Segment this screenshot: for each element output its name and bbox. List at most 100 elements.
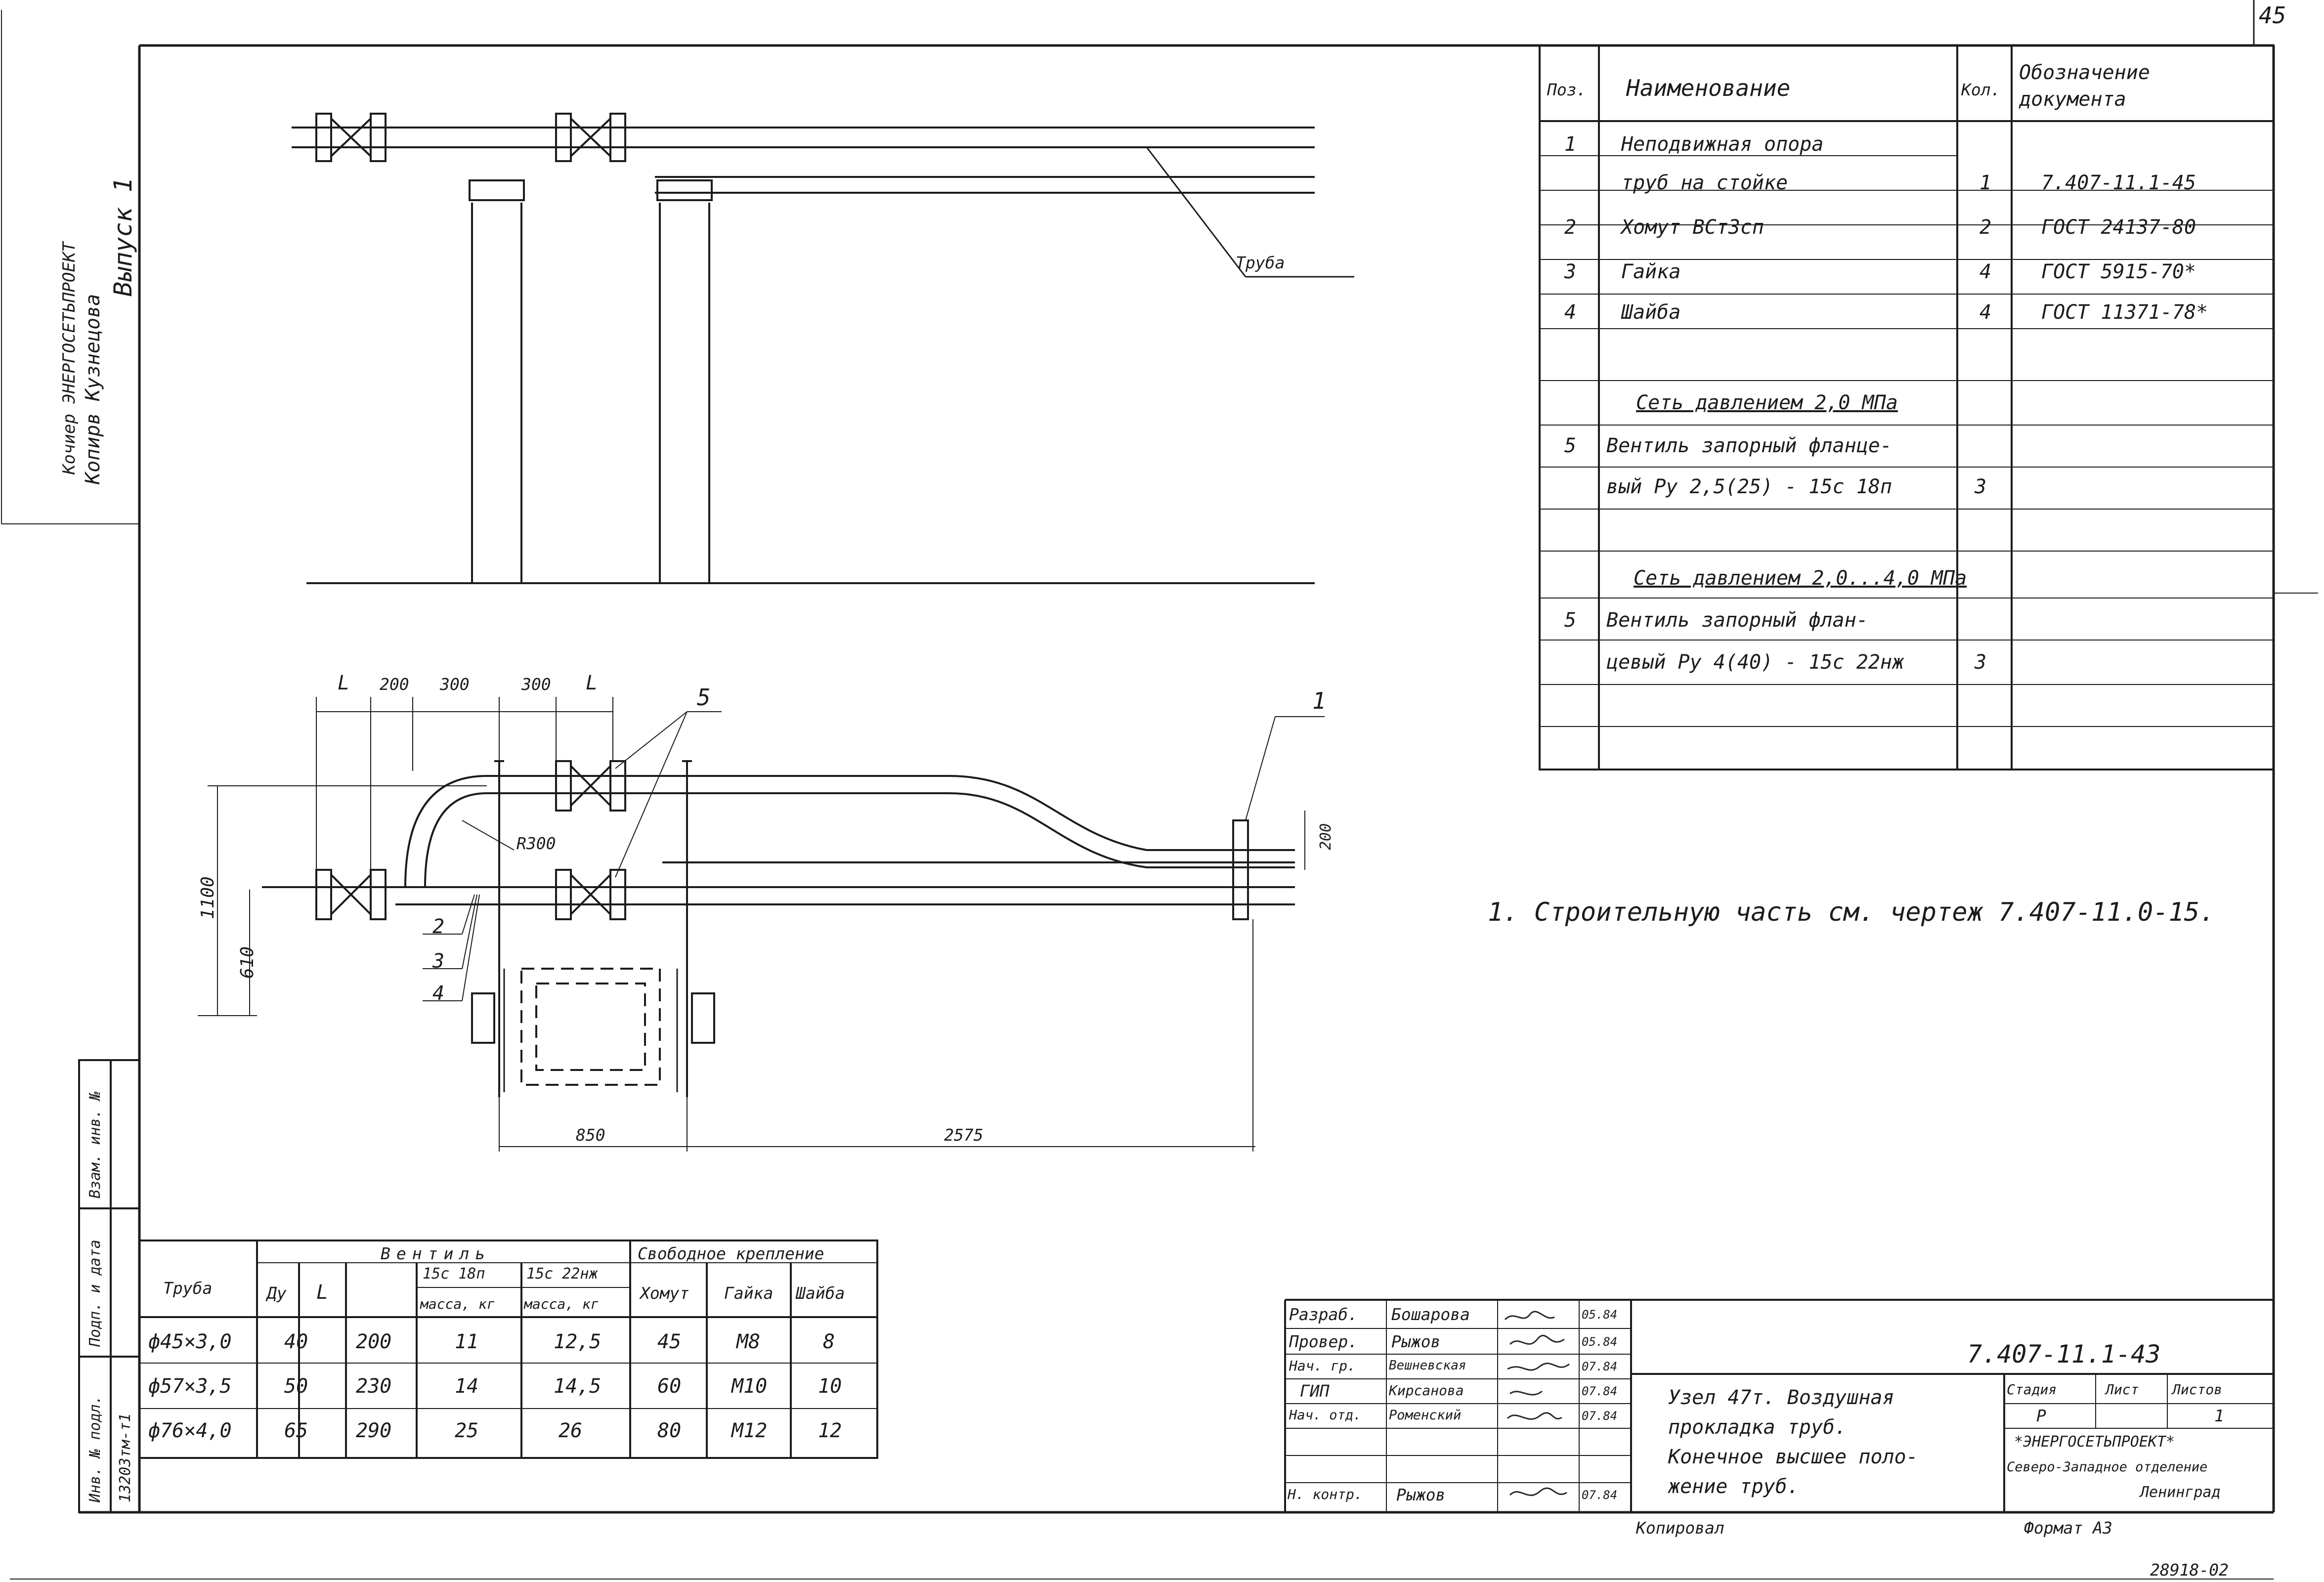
spec-row-name: труб на стойке	[1621, 171, 1788, 194]
valve-table-grid	[138, 1240, 878, 1459]
spec-section-heading: Сеть давлением 2,0...4,0 МПа	[1634, 567, 1967, 590]
dim-300-b: 300	[521, 675, 551, 694]
stamp-inv-replace: Взам. инв. №	[86, 1091, 104, 1198]
stage-value: Р	[2036, 1406, 2046, 1425]
spec-row-doc: ГОСТ 5915-70*	[2041, 260, 2196, 283]
callout-5: 5	[697, 684, 711, 711]
col-pipe: Труба	[163, 1279, 213, 1298]
stamp-inv-value: 13203тм-т1	[117, 1413, 134, 1502]
spec-row-name: Гайка	[1621, 260, 1681, 283]
signer-name: Рыжов	[1391, 1332, 1441, 1351]
cell-mass-2: 12,5	[554, 1330, 602, 1353]
format-label: Формат А3	[2024, 1518, 2112, 1538]
signer-name: Кирсанова	[1389, 1382, 1464, 1399]
sheets-value: 1	[2214, 1406, 2224, 1425]
spec-row-name: Шайба	[1621, 301, 1681, 324]
dim-200-right: 200	[1317, 823, 1334, 850]
spec-section-heading: Сеть давлением 2,0 МПа	[1636, 391, 1898, 414]
spec-row-qty: 3	[1975, 475, 1987, 498]
document-designation: 7.407-11.1-43	[1967, 1340, 2161, 1368]
spec-row-doc: 7.407-11.1-45	[2041, 171, 2196, 194]
signer-date: 05.84	[1582, 1308, 1618, 1322]
signer-role: ГИП	[1300, 1381, 1330, 1401]
cell-L: 200	[356, 1330, 392, 1353]
spec-header-qty: Кол.	[1961, 80, 2001, 99]
spec-row-pos: 5	[1564, 609, 1577, 632]
cell-clamp: 80	[657, 1419, 682, 1442]
cell-nut: М8	[736, 1330, 761, 1353]
cell-washer: 10	[818, 1375, 842, 1398]
dim-300-a: 300	[440, 675, 470, 694]
callout-3: 3	[432, 950, 445, 973]
spec-row-pos: 5	[1564, 434, 1577, 457]
page-number: 45	[2259, 2, 2286, 29]
cell-washer: 12	[818, 1419, 842, 1442]
stamp-sign-date: Подп. и дата	[86, 1240, 104, 1347]
signer-name: Вешневская	[1389, 1358, 1466, 1373]
plan-view	[198, 697, 1325, 1152]
spec-header-name: Наименование	[1626, 75, 1791, 101]
signers-vertical-label: Копирв Кузнецова	[82, 294, 104, 484]
signer-date: 07.84	[1582, 1488, 1618, 1502]
title-block-grid	[1284, 1299, 2274, 1512]
valve-group-header: Вентиль	[381, 1244, 491, 1263]
cell-pipe: ф57×3,5	[148, 1375, 232, 1398]
signer-date: 07.84	[1582, 1409, 1618, 1423]
spec-row-qty: 3	[1975, 651, 1987, 674]
cell-clamp: 60	[657, 1375, 682, 1398]
signer-name: Рыжов	[1396, 1485, 1446, 1504]
fixing-group-header: Свободное крепление	[638, 1244, 824, 1263]
signer-role: Провер.	[1289, 1332, 1358, 1351]
org-name: *ЭНЕРГОСЕТЬПРОЕКТ*	[2014, 1433, 2175, 1451]
dim-2575: 2575	[944, 1125, 984, 1145]
spec-row-name: Неподвижная опора	[1621, 133, 1824, 156]
spec-row-name: Вентиль запорный флан-	[1606, 609, 1868, 632]
dim-850: 850	[576, 1125, 605, 1145]
spec-row-name: Хомут ВСт3сп	[1621, 216, 1764, 239]
general-note: 1. Строительную часть см. чертеж 7.407-1…	[1488, 898, 2215, 927]
sheet-label: Лист	[2106, 1381, 2139, 1398]
dim-610: 610	[237, 946, 258, 979]
sheets-label: Листов	[2172, 1381, 2223, 1398]
cell-mass-1: 25	[455, 1419, 479, 1442]
col-L: L	[316, 1281, 329, 1304]
signer-name: Роменский	[1389, 1408, 1462, 1423]
dim-200: 200	[380, 675, 409, 694]
signer-role: Нач. гр.	[1289, 1358, 1356, 1374]
elevation-view	[292, 113, 1354, 584]
col-mass-2: масса, кг	[524, 1296, 599, 1312]
spec-row-pos: 4	[1564, 301, 1577, 324]
spec-row-name: цевый Ру 4(40) - 15с 22нж	[1606, 651, 1904, 674]
cell-mass-2: 14,5	[554, 1375, 602, 1398]
callout-4: 4	[432, 982, 445, 1005]
cell-pipe: ф45×3,0	[148, 1330, 232, 1353]
cell-nut: М12	[732, 1419, 768, 1442]
dim-L-left: L	[338, 672, 350, 694]
col-clamp: Хомут	[640, 1283, 689, 1303]
title-line-1: Узел 47т. Воздушная	[1668, 1386, 1894, 1409]
spec-row-qty: 4	[1980, 260, 1992, 283]
signer-role: Нач. отд.	[1289, 1408, 1362, 1423]
col-mass-1: масса, кг	[420, 1296, 495, 1312]
spec-row-pos: 2	[1564, 216, 1577, 239]
org-city: Ленинград	[2140, 1484, 2221, 1501]
issue-label: Выпуск 1	[109, 177, 137, 297]
cell-mass-1: 14	[455, 1375, 479, 1398]
spec-row-name: Вентиль запорный фланце-	[1606, 434, 1892, 457]
spec-header-doc: Обозначение документа	[2019, 61, 2150, 111]
stage-label: Стадия	[2007, 1381, 2057, 1398]
spec-header-pos: Поз.	[1547, 80, 1587, 99]
col-nut: Гайка	[724, 1283, 774, 1303]
signer-name: Бошарова	[1391, 1305, 1470, 1324]
spec-row-pos: 1	[1564, 133, 1577, 156]
pipe-label: Труба	[1236, 253, 1285, 272]
callout-2: 2	[432, 915, 445, 938]
title-line-2: прокладка труб.	[1668, 1416, 1847, 1439]
signer-date: 07.84	[1582, 1384, 1618, 1398]
spec-row-doc: ГОСТ 24137-80	[2041, 216, 2196, 239]
spec-row-pos: 3	[1564, 260, 1577, 283]
col-washer: Шайба	[796, 1283, 845, 1303]
signer-date: 07.84	[1582, 1360, 1618, 1373]
